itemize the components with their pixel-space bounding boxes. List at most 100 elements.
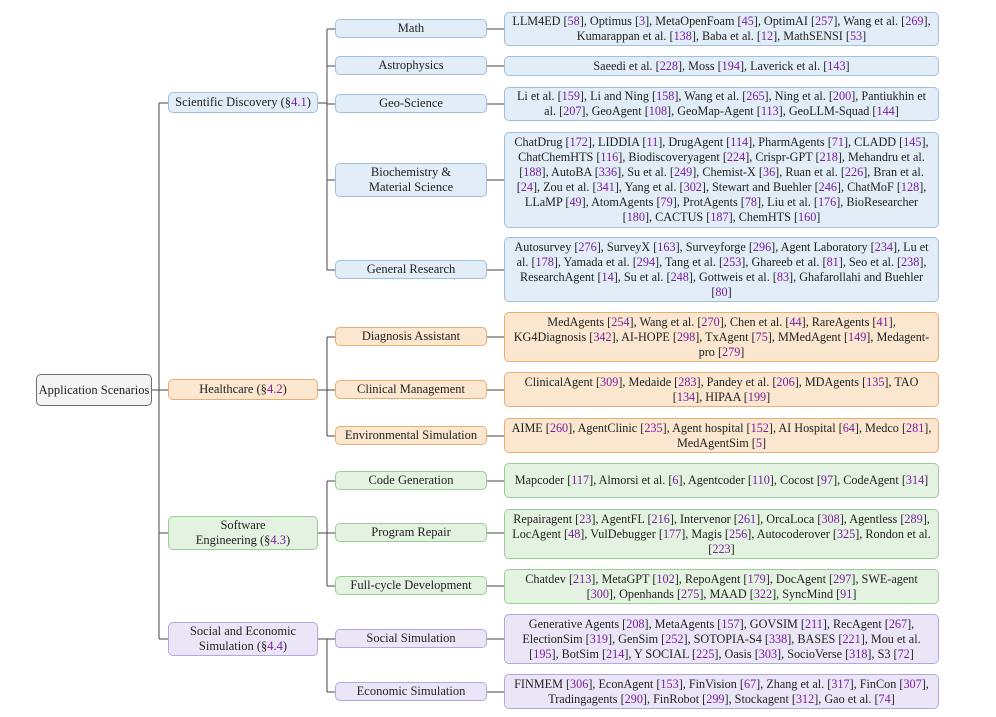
- citation-number: 135: [866, 374, 885, 389]
- subcategory-code-generation: Code Generation: [335, 471, 487, 490]
- category-scientific-discovery: Scientific Discovery (§4.1): [168, 92, 318, 113]
- citation-number: 309: [600, 374, 619, 389]
- citation-number: 294: [636, 254, 656, 269]
- category-healthcare: Healthcare (§4.2): [168, 379, 318, 400]
- refs-general-research: Autosurvey [276], SurveyX [163], Surveyf…: [504, 237, 939, 302]
- citation-number: 117: [571, 473, 590, 487]
- citation-number: 53: [849, 29, 863, 43]
- citation-number: 238: [901, 254, 920, 269]
- citation-number: 267: [888, 616, 908, 631]
- citation-number: 260: [549, 420, 569, 435]
- citation-number: 172: [569, 135, 588, 149]
- citation-number: 177: [662, 526, 682, 541]
- citation-number: 276: [578, 239, 597, 254]
- citation-number: 23: [579, 511, 592, 526]
- citation-number: 281: [906, 420, 925, 435]
- citation-number: 158: [656, 89, 675, 103]
- citation-number: 152: [750, 420, 769, 435]
- citation-number: 145: [903, 135, 922, 149]
- subcategory-biochemistry-material-science: Biochemistry & Material Science: [335, 163, 487, 197]
- citation-number: 102: [656, 571, 675, 586]
- citation-number: 325: [836, 526, 856, 541]
- citation-number: 81: [826, 254, 839, 269]
- citation-number: 308: [821, 511, 840, 526]
- citation-number: 128: [900, 180, 920, 194]
- citation-number: 67: [743, 676, 757, 691]
- citation-number: 113: [760, 104, 779, 118]
- citation-number: 224: [726, 150, 746, 164]
- refs-geo-science: Li et al. [159], Li and Ning [158], Wang…: [504, 87, 939, 121]
- citation-number: 216: [651, 511, 670, 526]
- citation-number: 226: [844, 165, 864, 179]
- citation-number: 213: [573, 571, 592, 586]
- citation-number: 134: [676, 389, 696, 404]
- subcategory-astrophysics: Astrophysics: [335, 56, 487, 75]
- refs-environmental-simulation: AIME [260], AgentClinic [235], Agent hos…: [504, 418, 939, 453]
- citation-number: 49: [569, 195, 582, 209]
- citation-number: 303: [758, 646, 778, 661]
- citation-number: 36: [762, 165, 776, 179]
- citation-number: 221: [842, 631, 861, 646]
- citation-number: 91: [840, 586, 853, 601]
- citation-number: 223: [712, 541, 731, 556]
- citation-number: 110: [751, 473, 770, 487]
- citation-number: 312: [795, 691, 815, 706]
- citation-number: 249: [673, 165, 693, 179]
- subcategory-environmental-simulation: Environmental Simulation: [335, 426, 487, 445]
- citation-number: 269: [905, 14, 924, 28]
- citation-number: 275: [681, 586, 700, 601]
- citation-number: 214: [606, 646, 625, 661]
- citation-number: 178: [535, 254, 554, 269]
- refs-full-cycle-development: Chatdev [213], MetaGPT [102], RepoAgent …: [504, 569, 939, 604]
- category-software-engineering: Software Engineering (§4.3): [168, 516, 318, 550]
- citation-number: 187: [710, 210, 729, 224]
- citation-number: 306: [570, 676, 589, 691]
- citation-number: 218: [819, 150, 838, 164]
- citation-number: 195: [533, 646, 552, 661]
- citation-number: 74: [878, 691, 891, 706]
- citation-number: 225: [696, 646, 715, 661]
- citation-number: 298: [676, 329, 696, 344]
- citation-number: 199: [747, 389, 767, 404]
- citation-number: 252: [665, 631, 684, 646]
- root-node: Application Scenarios: [36, 374, 152, 406]
- citation-number: 319: [589, 631, 608, 646]
- citation-number: 297: [833, 571, 852, 586]
- citation-number: 24: [520, 180, 533, 194]
- subcategory-geo-science: Geo-Science: [335, 94, 487, 113]
- citation-number: 163: [657, 239, 676, 254]
- citation-number: 208: [626, 616, 645, 631]
- subcategory-program-repair: Program Repair: [335, 523, 487, 542]
- subcategory-general-research: General Research: [335, 260, 487, 279]
- citation-number: 234: [874, 239, 894, 254]
- citation-number: 200: [832, 89, 852, 103]
- subcategory-social-simulation: Social Simulation: [335, 629, 487, 648]
- citation-number: 207: [563, 104, 582, 118]
- citation-number: 153: [660, 676, 679, 691]
- citation-number: 12: [760, 29, 774, 43]
- citation-number: 114: [730, 135, 749, 149]
- citation-number: 179: [747, 571, 766, 586]
- citation-number: 299: [706, 691, 725, 706]
- citation-number: 6: [672, 473, 679, 487]
- citation-number: 138: [673, 29, 692, 43]
- citation-number: 83: [776, 269, 790, 284]
- citation-number: 211: [804, 616, 823, 631]
- citation-number: 235: [644, 420, 663, 435]
- citation-number: 254: [611, 314, 630, 329]
- citation-number: 116: [600, 150, 619, 164]
- refs-math: LLM4ED [58], Optimus [3], MetaOpenFoam […: [504, 12, 939, 46]
- citation-number: 180: [626, 210, 645, 224]
- citation-number: 144: [876, 104, 895, 118]
- refs-biochemistry-material-science: ChatDrug [172], LIDDIA [11], DrugAgent […: [504, 132, 939, 228]
- citation-number: 307: [903, 676, 922, 691]
- refs-economic-simulation: FINMEM [306], EconAgent [153], FinVision…: [504, 674, 939, 709]
- citation-number: 5: [755, 435, 762, 450]
- citation-number: 257: [815, 14, 834, 28]
- subcategory-math: Math: [335, 19, 487, 38]
- citation-number: 228: [659, 58, 678, 73]
- citation-number: 261: [737, 511, 757, 526]
- citation-number: 160: [798, 210, 817, 224]
- citation-number: 80: [715, 284, 728, 299]
